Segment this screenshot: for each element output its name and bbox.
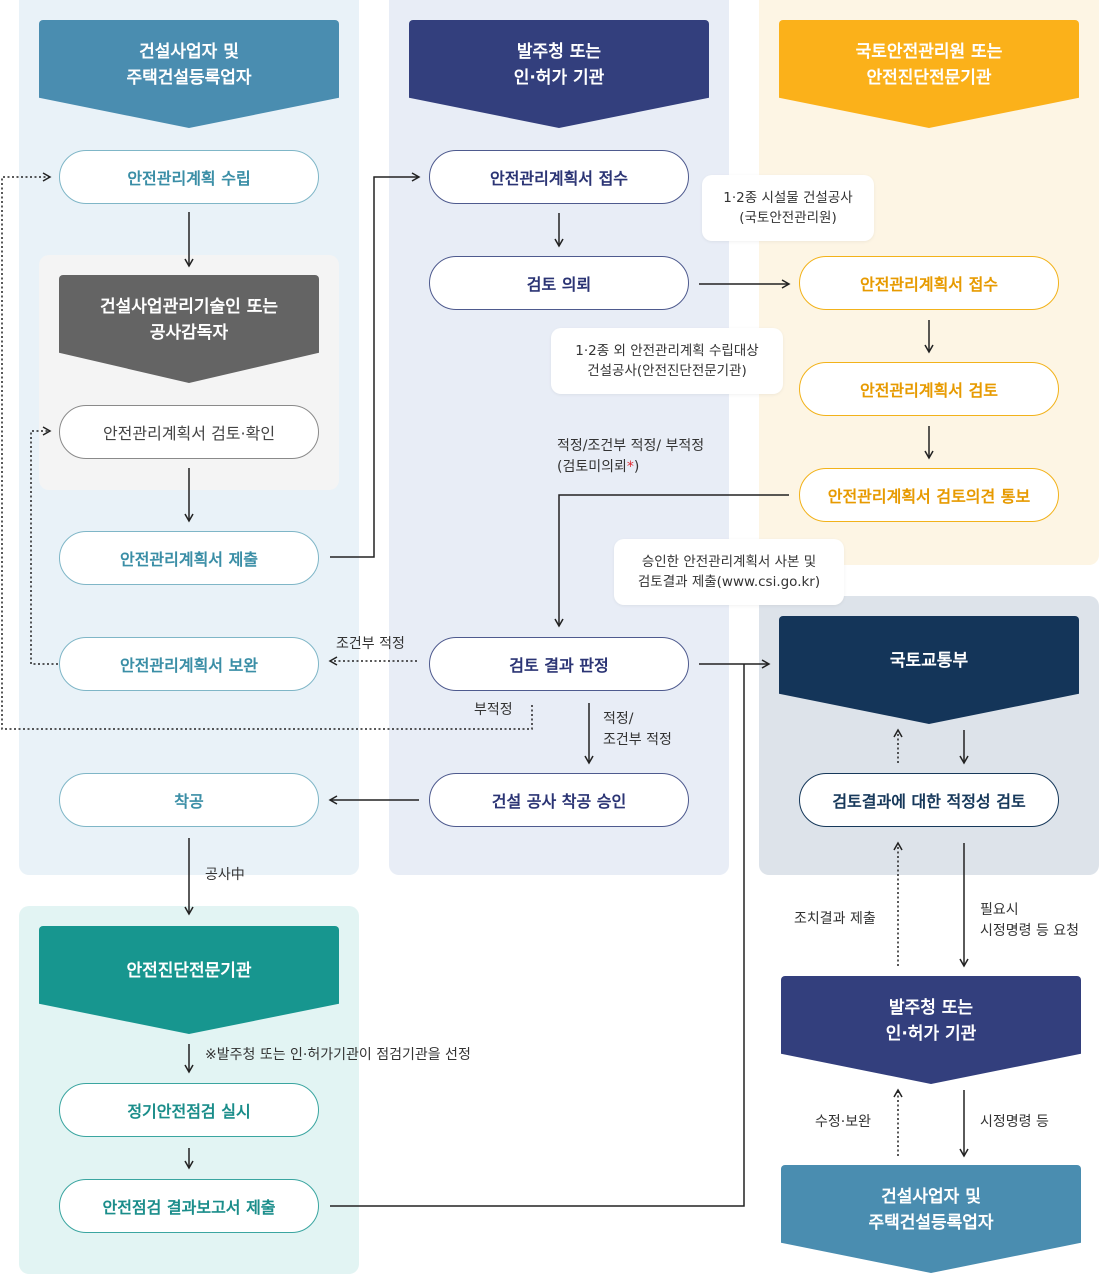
step-plan-receive-kalis: 안전관리계획서 접수 (799, 256, 1059, 310)
step-plan-review-confirm: 안전관리계획서 검토·확인 (59, 405, 319, 459)
asterisk-mark: * (626, 459, 634, 475)
note-class12: 1·2종 시설물 건설공사(국토안전관리원) (702, 175, 874, 241)
label-unsuitable: 부적정 (474, 702, 513, 718)
step-plan-submit: 안전관리계획서 제출 (59, 531, 319, 585)
step-construction-start-approval: 건설 공사 착공 승인 (429, 773, 689, 827)
label-under-construction: 공사中 (205, 867, 245, 883)
label-conditional: 조건부 적정 (336, 636, 405, 652)
client-column-panel (389, 0, 729, 875)
step-plan-receive-client: 안전관리계획서 접수 (429, 150, 689, 204)
label-action-submit: 조치결과 제출 (794, 911, 876, 927)
label-correction-order: 시정명령 등 (980, 1114, 1049, 1130)
arrow-notice-to-decision (554, 494, 789, 628)
step-plan-review-kalis: 안전관리계획서 검토 (799, 362, 1059, 416)
step-adequacy-review: 검토결과에 대한 적정성 검토 (799, 773, 1059, 827)
label-selection-note: ※발주청 또는 인·허가기관이 점검기관을 선정 (205, 1047, 471, 1063)
step-start-work: 착공 (59, 773, 319, 827)
step-review-request: 검토 의뢰 (429, 256, 689, 310)
step-review-opinion-notice: 안전관리계획서 검토의견 통보 (799, 468, 1059, 522)
dotted-unsuitable-to-establish (1, 172, 533, 730)
dotted-supplement-to-review (30, 426, 58, 665)
label-modify-supplement: 수정·보완 (815, 1114, 871, 1130)
step-regular-inspection: 정기안전점검 실시 (59, 1083, 319, 1137)
label-verdicts: 적정/조건부 적정/ 부적정 (검토미의뢰*) (557, 438, 705, 475)
label-suitable: 적정/조건부 적정 (603, 711, 672, 748)
arrow-submit-to-client (330, 172, 421, 558)
step-plan-supplement: 안전관리계획서 보완 (59, 637, 319, 691)
step-plan-establish: 안전관리계획 수립 (59, 150, 319, 204)
arrow-report-to-ministry (330, 664, 745, 1207)
step-review-result-decision: 검토 결과 판정 (429, 637, 689, 691)
step-inspection-report-submit: 안전점검 결과보고서 제출 (59, 1179, 319, 1233)
